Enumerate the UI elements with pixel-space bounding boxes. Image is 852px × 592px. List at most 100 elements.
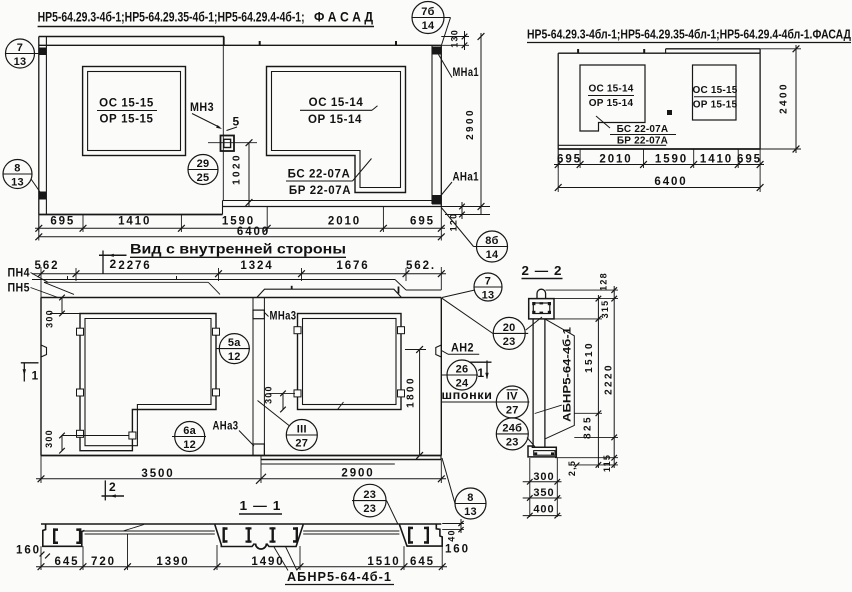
svg-text:23: 23 bbox=[506, 436, 519, 448]
svg-text:23: 23 bbox=[363, 503, 376, 515]
svg-text:160: 160 bbox=[445, 544, 470, 556]
svg-text:2400: 2400 bbox=[779, 82, 790, 114]
svg-text:315: 315 bbox=[600, 300, 610, 319]
svg-text:БС 22-07А: БС 22-07А bbox=[288, 169, 351, 181]
svg-text:40: 40 bbox=[447, 529, 457, 541]
svg-text:1510: 1510 bbox=[584, 341, 595, 373]
svg-text:АН2: АН2 bbox=[451, 341, 474, 355]
svg-text:7б: 7б bbox=[421, 6, 435, 18]
svg-text:1324: 1324 bbox=[240, 260, 273, 272]
svg-text:8: 8 bbox=[467, 492, 473, 504]
svg-text:МНа3: МНа3 bbox=[270, 309, 297, 323]
svg-text:350: 350 bbox=[533, 487, 554, 499]
svg-text:23: 23 bbox=[503, 336, 516, 348]
svg-text:562: 562 bbox=[35, 260, 60, 272]
svg-text:АНа3: АНа3 bbox=[213, 419, 239, 433]
svg-text:14: 14 bbox=[486, 249, 499, 261]
svg-text:2010: 2010 bbox=[599, 154, 632, 166]
svg-text:13: 13 bbox=[11, 176, 24, 188]
svg-text:ОС 15-15: ОС 15-15 bbox=[99, 98, 154, 110]
svg-text:2: 2 bbox=[110, 257, 117, 271]
svg-text:2 — 2: 2 — 2 bbox=[522, 264, 563, 278]
svg-text:115: 115 bbox=[602, 454, 612, 472]
svg-text:2900: 2900 bbox=[341, 467, 374, 479]
svg-text:130: 130 bbox=[450, 29, 460, 48]
svg-text:1490: 1490 bbox=[251, 556, 284, 568]
svg-text:720: 720 bbox=[91, 556, 116, 568]
svg-text:III: III bbox=[297, 423, 307, 435]
svg-text:ОР 15-15: ОР 15-15 bbox=[693, 100, 738, 111]
svg-text:160: 160 bbox=[16, 545, 41, 557]
svg-text:АБНР5-64-4б-1: АБНР5-64-4б-1 bbox=[287, 570, 392, 584]
svg-text:2: 2 bbox=[109, 480, 116, 494]
svg-text:13: 13 bbox=[464, 506, 477, 518]
svg-text:25: 25 bbox=[197, 172, 210, 184]
svg-text:695: 695 bbox=[557, 154, 582, 166]
svg-text:IV: IV bbox=[507, 390, 518, 402]
svg-text:ПН4: ПН4 bbox=[8, 266, 31, 280]
svg-text:МН3: МН3 bbox=[190, 100, 214, 114]
svg-text:ОР 15-15: ОР 15-15 bbox=[99, 114, 153, 126]
svg-text:7: 7 bbox=[485, 275, 491, 287]
svg-text:Ф А С А Д: Ф А С А Д bbox=[314, 9, 373, 25]
svg-text:5а: 5а bbox=[228, 337, 241, 349]
svg-text:26: 26 bbox=[456, 363, 469, 375]
svg-text:645: 645 bbox=[410, 556, 435, 568]
svg-text:300: 300 bbox=[44, 429, 54, 448]
svg-text:НР5-64.29.3-4б-1;НР5-64.29.35-: НР5-64.29.3-4б-1;НР5-64.29.35-4б-1;НР5-6… bbox=[38, 9, 305, 25]
svg-text:1590: 1590 bbox=[222, 216, 255, 228]
svg-text:1020: 1020 bbox=[232, 153, 243, 185]
svg-text:БР 22-07А: БР 22-07А bbox=[289, 185, 351, 197]
svg-text:ОР 15-14: ОР 15-14 bbox=[308, 114, 362, 126]
svg-text:ОР 15-14: ОР 15-14 bbox=[589, 98, 634, 109]
svg-text:АНа1: АНа1 bbox=[453, 170, 480, 184]
svg-text:14: 14 bbox=[422, 20, 435, 32]
svg-text:29: 29 bbox=[197, 158, 210, 170]
svg-text:1: 1 bbox=[32, 369, 39, 383]
svg-text:2276: 2276 bbox=[118, 260, 151, 272]
svg-text:13: 13 bbox=[14, 56, 27, 68]
svg-text:645: 645 bbox=[55, 556, 80, 568]
svg-text:562.: 562. bbox=[406, 260, 436, 272]
svg-text:1410: 1410 bbox=[118, 216, 151, 228]
svg-text:1590: 1590 bbox=[655, 154, 688, 166]
svg-text:Вид с внутренней стороны: Вид с внутренней стороны bbox=[130, 241, 346, 257]
svg-text:6а: 6а bbox=[183, 425, 196, 437]
svg-text:1: 1 bbox=[477, 366, 484, 380]
svg-text:1410: 1410 bbox=[700, 154, 733, 166]
svg-text:1510: 1510 bbox=[367, 556, 400, 568]
svg-text:7: 7 bbox=[17, 42, 23, 54]
svg-text:300: 300 bbox=[533, 471, 554, 483]
svg-text:1 — 1: 1 — 1 bbox=[240, 499, 282, 513]
svg-text:2010: 2010 bbox=[328, 216, 361, 228]
svg-text:3500: 3500 bbox=[141, 468, 174, 480]
svg-text:825: 825 bbox=[583, 415, 594, 439]
svg-text:12: 12 bbox=[183, 439, 196, 451]
svg-text:шпонки: шпонки bbox=[442, 390, 493, 402]
svg-text:БР 22-07А: БР 22-07А bbox=[617, 136, 668, 147]
svg-text:МНа1: МНа1 bbox=[453, 65, 480, 79]
svg-text:1800: 1800 bbox=[406, 376, 417, 408]
svg-text:2900: 2900 bbox=[465, 108, 476, 140]
svg-text:ОС 15-15: ОС 15-15 bbox=[693, 85, 738, 96]
svg-text:27: 27 bbox=[295, 437, 308, 449]
svg-text:1390: 1390 bbox=[156, 556, 189, 568]
svg-text:АБНР5-64-4б-1: АБНР5-64-4б-1 bbox=[562, 327, 574, 422]
svg-text:12: 12 bbox=[228, 351, 241, 363]
svg-text:НР5-64.29.3-4бл-1;НР5-64.29.35: НР5-64.29.3-4бл-1;НР5-64.29.35-4бл-1;НР5… bbox=[527, 27, 852, 42]
svg-text:ОС 15-14: ОС 15-14 bbox=[309, 97, 364, 109]
svg-text:695: 695 bbox=[410, 216, 435, 228]
svg-text:2,5: 2,5 bbox=[567, 460, 577, 476]
svg-text:6400: 6400 bbox=[237, 226, 270, 238]
svg-text:5: 5 bbox=[233, 115, 240, 129]
svg-text:24: 24 bbox=[456, 377, 469, 389]
svg-text:ОС 15-14: ОС 15-14 bbox=[589, 84, 634, 95]
svg-text:БС 22-07А: БС 22-07А bbox=[617, 124, 669, 135]
svg-text:6400: 6400 bbox=[654, 176, 687, 188]
svg-text:400: 400 bbox=[533, 504, 554, 516]
svg-text:24б: 24б bbox=[502, 422, 522, 434]
svg-text:300: 300 bbox=[264, 385, 274, 404]
svg-text:20: 20 bbox=[503, 322, 516, 334]
svg-text:695: 695 bbox=[737, 154, 762, 166]
svg-text:13: 13 bbox=[482, 289, 495, 301]
